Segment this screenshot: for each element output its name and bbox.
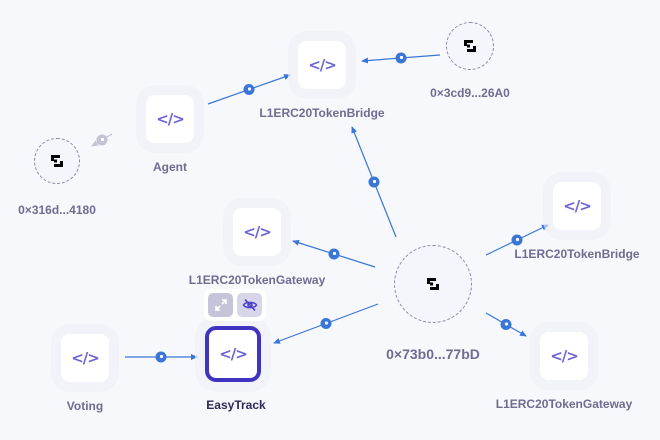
node-voting[interactable]: </> xyxy=(61,334,109,382)
node-right-bridge[interactable]: </> xyxy=(553,182,601,230)
code-icon: </> xyxy=(308,56,337,74)
node-top-bridge[interactable]: </> xyxy=(298,41,346,89)
wallet-identicon xyxy=(51,155,63,167)
wallet-node-316d[interactable] xyxy=(34,138,80,184)
label-easytrack: EasyTrack xyxy=(206,398,266,412)
label-agent: Agent xyxy=(153,160,187,174)
code-icon: </> xyxy=(243,223,272,241)
eye-slash-icon xyxy=(242,298,257,312)
edge-badge-dot xyxy=(372,179,377,184)
label-wallet-3cd9: 0×3cd9...26A0 xyxy=(430,86,510,100)
label-voting: Voting xyxy=(66,399,104,413)
edge-badge-dot xyxy=(324,321,329,325)
wallet-identicon xyxy=(464,40,476,52)
edge-badge-dot xyxy=(159,354,164,359)
code-icon: </> xyxy=(156,110,185,128)
label-right-bridge: L1ERC20TokenBridge xyxy=(514,247,640,261)
edge-badge-dot xyxy=(332,251,337,256)
edge-badge-dot xyxy=(399,55,404,60)
code-icon: </> xyxy=(219,345,248,363)
label-wallet-73b0: 0×73b0...77bD xyxy=(386,346,480,362)
wallet-identicon xyxy=(427,278,439,290)
edge-badge-dot xyxy=(515,237,520,242)
label-wallet-316d: 0×316d...4180 xyxy=(18,203,96,217)
node-easytrack-selected[interactable]: </> xyxy=(205,326,261,382)
wallet-node-73b0[interactable] xyxy=(394,245,472,323)
code-icon: </> xyxy=(71,349,100,367)
wallet-node-3cd9[interactable] xyxy=(446,22,494,70)
node-right-gateway[interactable]: </> xyxy=(540,332,588,380)
label-mid-gateway: L1ERC20TokenGateway xyxy=(188,273,326,287)
expand-button[interactable] xyxy=(208,293,233,317)
node-agent[interactable]: </> xyxy=(146,95,194,143)
expand-arrows-icon xyxy=(214,299,227,311)
code-icon: </> xyxy=(550,347,579,365)
node-toolbar xyxy=(204,289,266,321)
node-mid-gateway[interactable]: </> xyxy=(233,208,281,256)
label-right-gateway: L1ERC20TokenGateway xyxy=(495,397,633,411)
edge-badge-dot xyxy=(247,87,252,91)
edge-badge-dot xyxy=(504,322,509,326)
code-icon: </> xyxy=(563,197,592,215)
edge-badge-dot xyxy=(100,137,105,142)
label-top-bridge: L1ERC20TokenBridge xyxy=(259,106,385,120)
hide-node-button[interactable] xyxy=(237,293,262,317)
